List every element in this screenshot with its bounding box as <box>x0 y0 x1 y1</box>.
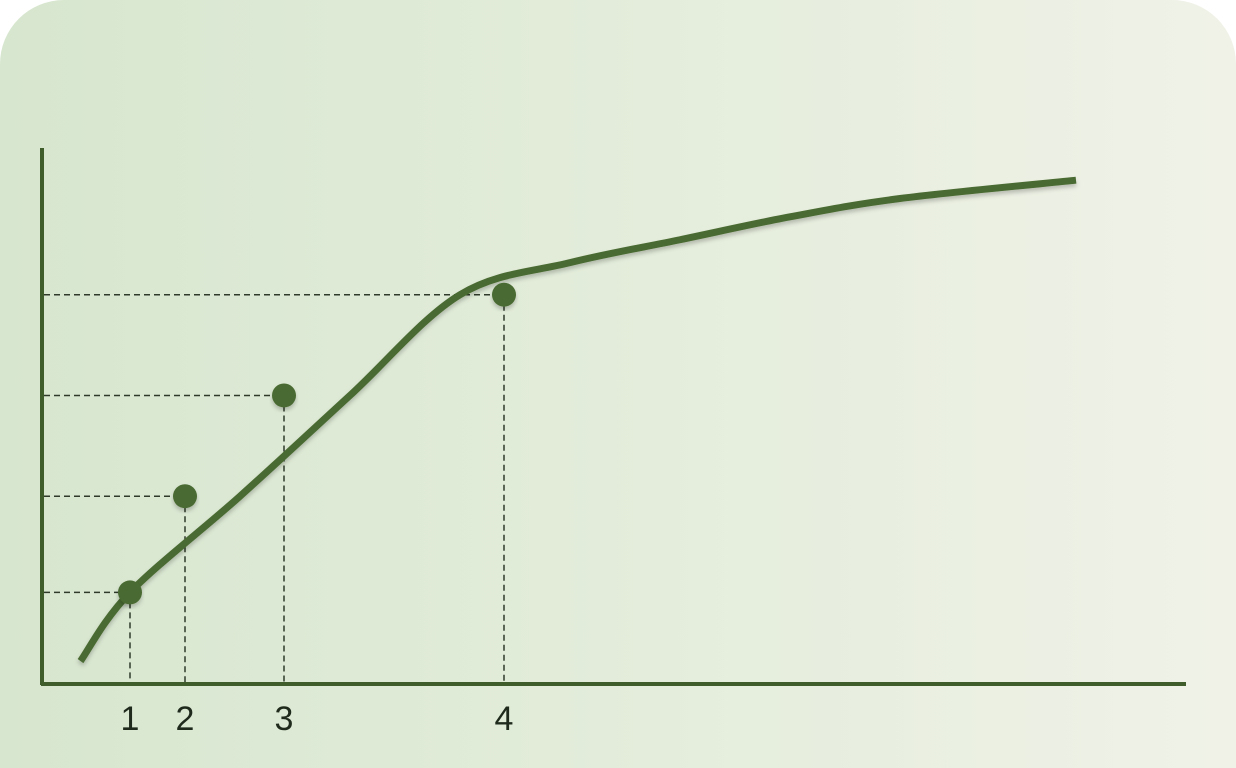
guide-lines <box>44 293 505 684</box>
data-point-4 <box>492 282 516 307</box>
x-tick-label-4: 4 <box>495 700 514 738</box>
series-line <box>77 176 1077 664</box>
series-layer <box>77 176 1077 664</box>
data-point-3 <box>272 383 296 408</box>
x-tick-label-3: 3 <box>275 700 294 738</box>
highlighted-points <box>118 282 516 605</box>
x-tick-label-2: 2 <box>176 700 195 738</box>
data-point-2 <box>173 484 197 509</box>
axes <box>40 148 1186 686</box>
x-tick-label-1: 1 <box>121 700 140 738</box>
data-point-1 <box>118 580 142 605</box>
